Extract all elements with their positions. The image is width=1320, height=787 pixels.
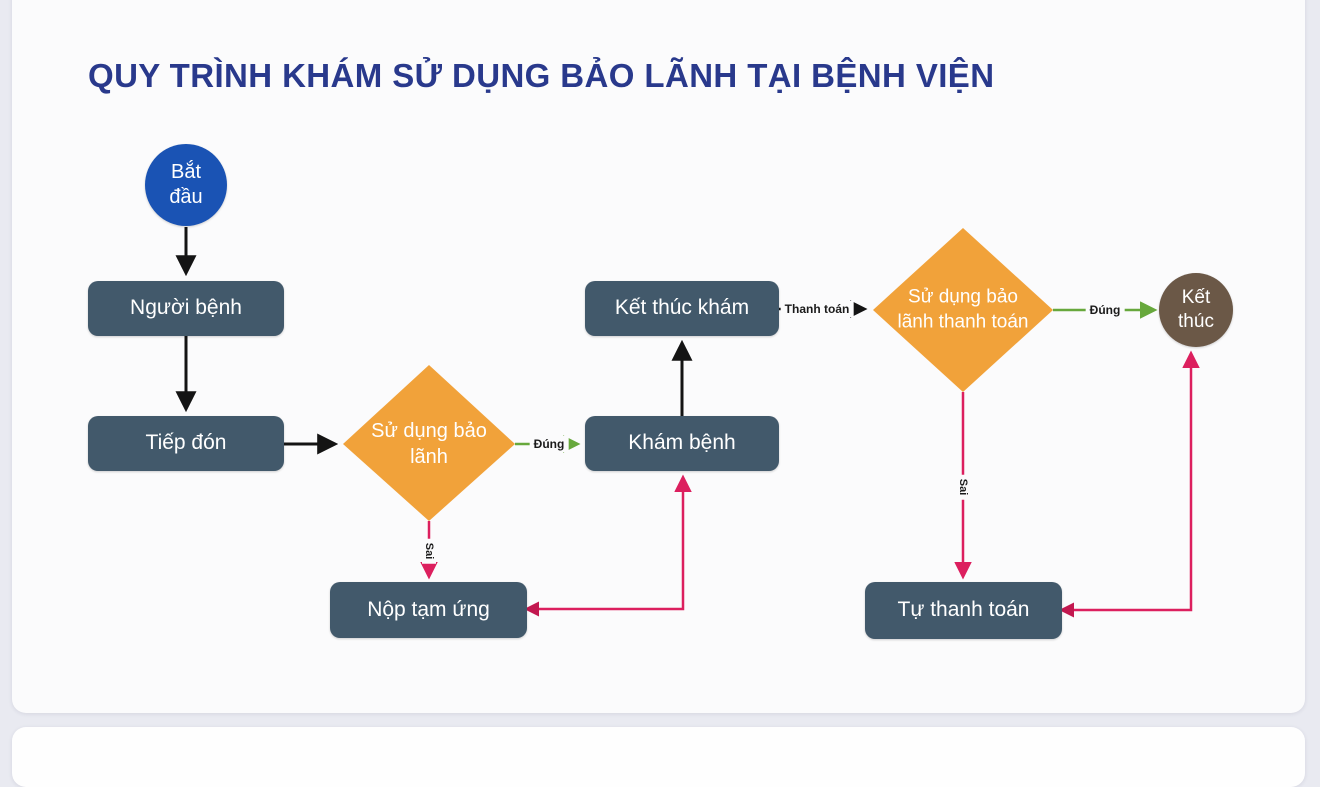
exam-end-node-label: Kết thúc khám bbox=[614, 296, 750, 320]
deposit-node-label: Nộp tạm ứng bbox=[367, 597, 490, 621]
patient-node-label: Người bệnh bbox=[130, 296, 242, 320]
exam-node-label: Khám bệnh bbox=[628, 431, 736, 455]
flowchart-stage: QUY TRÌNH KHÁM SỬ DỤNG BẢO LÃNH TẠI BỆNH… bbox=[88, 57, 1233, 639]
patient-node: Người bệnh bbox=[88, 281, 284, 336]
self-payment-node-label: Tự thanh toán bbox=[897, 598, 1030, 622]
flowchart-title: QUY TRÌNH KHÁM SỬ DỤNG BẢO LÃNH TẠI BỆNH… bbox=[88, 57, 995, 94]
exam-node: Khám bệnh bbox=[585, 416, 779, 471]
edge-selfpay-to-end bbox=[1059, 350, 1200, 618]
reception-node-label: Tiếp đón bbox=[145, 431, 227, 455]
edge-label-sai-2: Sai bbox=[956, 474, 970, 500]
end-node-label: Kết thúc bbox=[1178, 287, 1214, 332]
end-node: Kết thúc bbox=[1159, 273, 1233, 347]
start-node-label: Bắt đầu bbox=[169, 161, 203, 208]
flowchart-edges-layer bbox=[175, 227, 1200, 618]
edge-deposit-to-exam bbox=[524, 474, 692, 617]
decision-payment-label: Sử dụng bảo lãnh thanh toán bbox=[897, 286, 1029, 332]
self-payment-node: Tự thanh toán bbox=[865, 582, 1062, 639]
edge-label-dung-1: Đúng bbox=[529, 436, 569, 452]
exam-end-node: Kết thúc khám bbox=[585, 281, 779, 336]
edge-label-sai-1: Sai bbox=[422, 538, 436, 564]
decision-insurance-label: Sử dụng bảo lãnh bbox=[371, 420, 487, 468]
edge-label-thanh-toan: Thanh toán bbox=[780, 301, 854, 317]
reception-node: Tiếp đón bbox=[88, 416, 284, 471]
deposit-node: Nộp tạm ứng bbox=[330, 582, 527, 638]
start-node: Bắt đầu bbox=[145, 144, 227, 226]
edge-label-dung-2: Đúng bbox=[1085, 302, 1125, 318]
